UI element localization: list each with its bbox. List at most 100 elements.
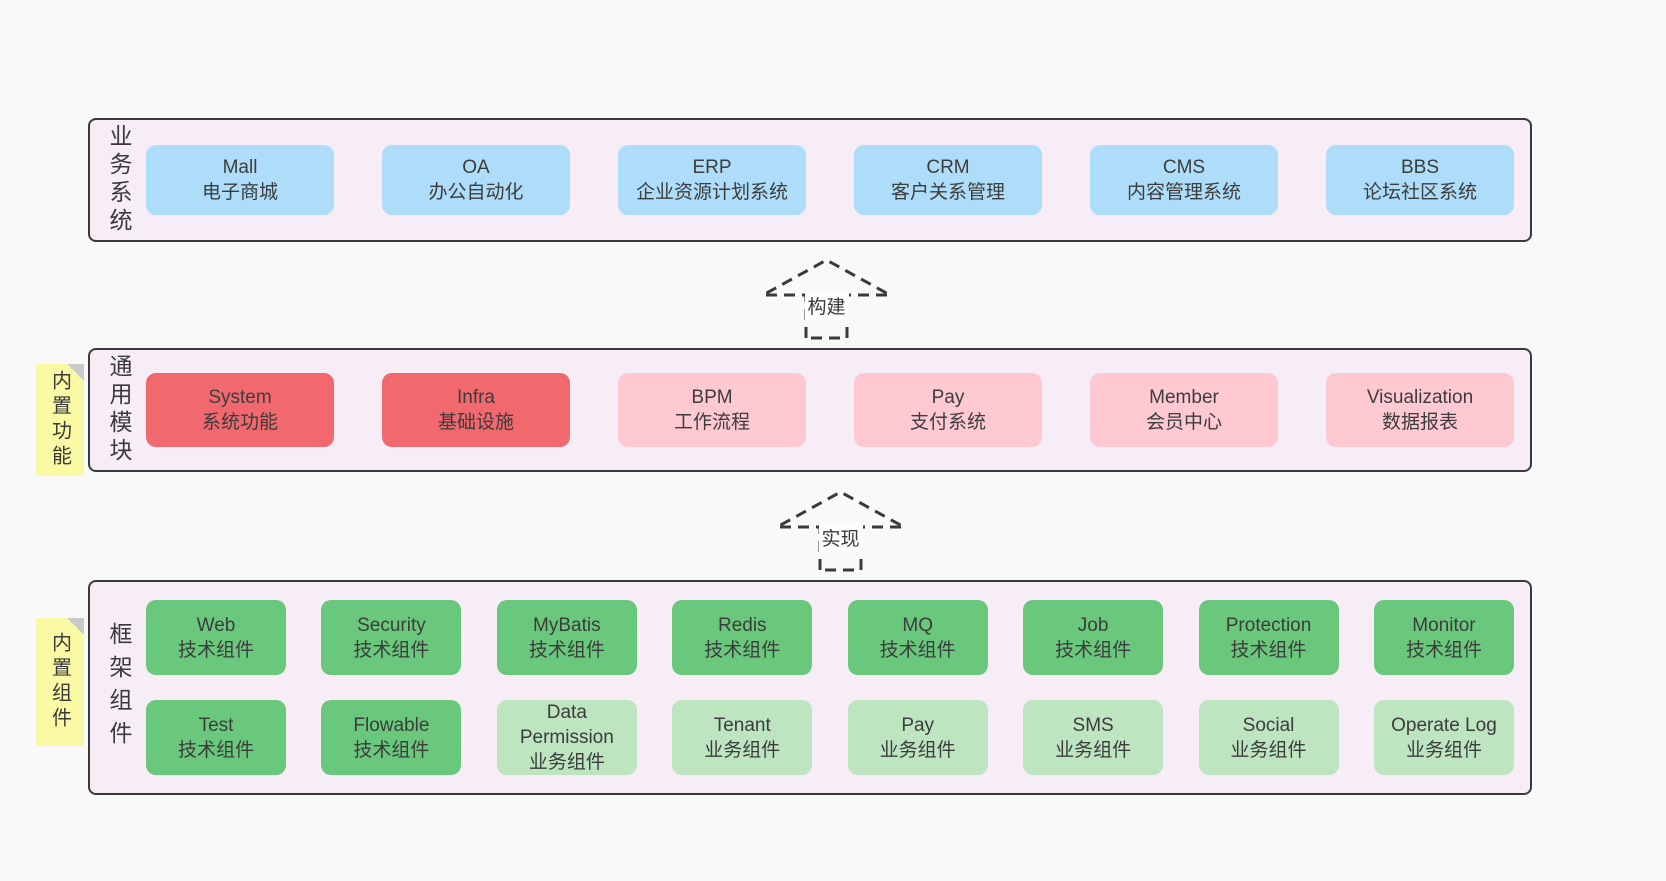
box-pay-component: Pay 业务组件 — [847, 700, 988, 775]
box-oa: OA 办公自动化 — [382, 145, 570, 215]
box-security: Security 技术组件 — [321, 600, 462, 675]
box-en-label: Monitor — [1412, 614, 1476, 636]
box-zh-label: 客户关系管理 — [890, 182, 1005, 203]
box-zh-label: 技术组件 — [704, 639, 781, 661]
box-zh-label: 业务组件 — [879, 739, 956, 761]
box-zh-label: 技术组件 — [353, 639, 430, 661]
arrow-build-label: 构建 — [804, 291, 849, 320]
box-zh-label: 技术组件 — [1405, 639, 1482, 661]
box-operate-log: Operate Log 业务组件 — [1373, 700, 1514, 775]
box-job: Job 技术组件 — [1023, 600, 1164, 675]
box-zh-label: 电子商城 — [201, 182, 278, 203]
box-en-label: ERP — [692, 157, 732, 178]
box-social: Social 业务组件 — [1198, 700, 1339, 775]
box-zh-label: 会员中心 — [1145, 412, 1222, 433]
components-row-1: Web 技术组件 Security 技术组件 MyBatis 技术组件 Redi… — [146, 600, 1514, 675]
box-data-permission: Data Permission 业务组件 — [496, 700, 637, 775]
box-en-label: Web — [196, 614, 236, 636]
box-pay-module: Pay 支付系统 — [854, 373, 1042, 447]
sticky-note-label: 内置功能 — [48, 370, 71, 470]
folded-corner-icon — [67, 364, 84, 381]
box-en-label: MQ — [902, 614, 933, 636]
section-label-common-modules: 通用模块 — [106, 354, 132, 466]
components-row-2: Test 技术组件 Flowable 技术组件 Data Permission … — [146, 700, 1514, 775]
box-bpm: BPM 工作流程 — [618, 373, 806, 447]
box-erp: ERP 企业资源计划系统 — [618, 145, 806, 215]
box-zh-label: 业务组件 — [1055, 739, 1132, 761]
box-en-label: Data Permission — [519, 702, 614, 748]
box-en-label: Test — [198, 714, 234, 736]
box-zh-label: 技术组件 — [1055, 639, 1132, 661]
box-en-label: CMS — [1162, 157, 1206, 178]
box-cms: CMS 内容管理系统 — [1090, 145, 1278, 215]
sticky-note-builtin-functions: 内置功能 — [36, 364, 84, 476]
box-en-label: BBS — [1400, 157, 1440, 178]
box-en-label: MyBatis — [533, 614, 601, 636]
panel-common-modules: 通用模块 System 系统功能 Infra 基础设施 BPM 工作流程 Pay… — [88, 348, 1532, 472]
box-zh-label: 技术组件 — [1230, 639, 1307, 661]
box-en-label: SMS — [1072, 714, 1114, 736]
box-member: Member 会员中心 — [1090, 373, 1278, 447]
sticky-note-label: 内置组件 — [48, 632, 71, 732]
box-zh-label: 业务组件 — [1230, 739, 1307, 761]
box-en-label: Member — [1149, 387, 1219, 408]
arrow-implement-label: 实现 — [818, 523, 863, 552]
box-zh-label: 业务组件 — [528, 752, 605, 773]
box-zh-label: 业务组件 — [1405, 739, 1482, 761]
box-en-label: Flowable — [353, 714, 430, 736]
box-visualization: Visualization 数据报表 — [1326, 373, 1514, 447]
box-en-label: Operate Log — [1391, 714, 1497, 736]
box-redis: Redis 技术组件 — [672, 600, 813, 675]
box-en-label: Social — [1242, 714, 1295, 736]
section-label-framework-components: 框架组件 — [106, 621, 132, 754]
box-en-label: BPM — [691, 387, 733, 408]
box-en-label: Redis — [717, 614, 767, 636]
box-system: System 系统功能 — [146, 373, 334, 447]
box-en-label: Security — [357, 614, 426, 636]
box-en-label: CRM — [926, 157, 970, 178]
box-mq: MQ 技术组件 — [847, 600, 988, 675]
box-infra: Infra 基础设施 — [382, 373, 570, 447]
box-zh-label: 业务组件 — [704, 739, 781, 761]
modules-boxes-row: System 系统功能 Infra 基础设施 BPM 工作流程 Pay 支付系统… — [146, 350, 1514, 470]
box-en-label: Visualization — [1366, 387, 1474, 408]
box-bbs: BBS 论坛社区系统 — [1326, 145, 1514, 215]
business-boxes-row: Mall 电子商城 OA 办公自动化 ERP 企业资源计划系统 CRM 客户关系… — [146, 120, 1514, 240]
box-zh-label: 工作流程 — [673, 412, 750, 433]
box-zh-label: 系统功能 — [201, 412, 278, 433]
panel-framework-components: 框架组件 Web 技术组件 Security 技术组件 MyBatis 技术组件… — [88, 580, 1532, 795]
box-zh-label: 内容管理系统 — [1126, 182, 1241, 203]
box-zh-label: 技术组件 — [177, 739, 254, 761]
box-monitor: Monitor 技术组件 — [1373, 600, 1514, 675]
box-web: Web 技术组件 — [146, 600, 286, 675]
box-zh-label: 技术组件 — [177, 639, 254, 661]
box-en-label: Pay — [901, 714, 935, 736]
components-rows: Web 技术组件 Security 技术组件 MyBatis 技术组件 Redi… — [146, 582, 1514, 793]
panel-business-systems: 业务系统 Mall 电子商城 OA 办公自动化 ERP 企业资源计划系统 CRM… — [88, 118, 1532, 242]
box-en-label: OA — [462, 157, 490, 178]
box-en-label: Job — [1077, 614, 1109, 636]
box-zh-label: 论坛社区系统 — [1362, 182, 1477, 203]
folded-corner-icon — [67, 618, 84, 635]
box-zh-label: 技术组件 — [353, 739, 430, 761]
box-sms: SMS 业务组件 — [1023, 700, 1164, 775]
box-zh-label: 基础设施 — [437, 412, 514, 433]
sticky-note-builtin-components: 内置组件 — [36, 618, 84, 746]
arrow-build: 构建 — [759, 255, 894, 341]
dashed-up-arrow-icon — [776, 490, 905, 572]
box-mybatis: MyBatis 技术组件 — [496, 600, 637, 675]
box-zh-label: 支付系统 — [909, 412, 986, 433]
box-test: Test 技术组件 — [146, 700, 286, 775]
box-en-label: Pay — [931, 387, 965, 408]
box-en-label: Tenant — [713, 714, 771, 736]
dashed-up-arrow-icon — [762, 258, 891, 340]
box-zh-label: 数据报表 — [1381, 412, 1458, 433]
box-en-label: Infra — [456, 387, 496, 408]
box-en-label: Protection — [1225, 614, 1312, 636]
box-crm: CRM 客户关系管理 — [854, 145, 1042, 215]
section-label-business-systems: 业务系统 — [106, 124, 132, 236]
box-en-label: System — [208, 387, 272, 408]
box-zh-label: 技术组件 — [879, 639, 956, 661]
box-flowable: Flowable 技术组件 — [321, 700, 462, 775]
